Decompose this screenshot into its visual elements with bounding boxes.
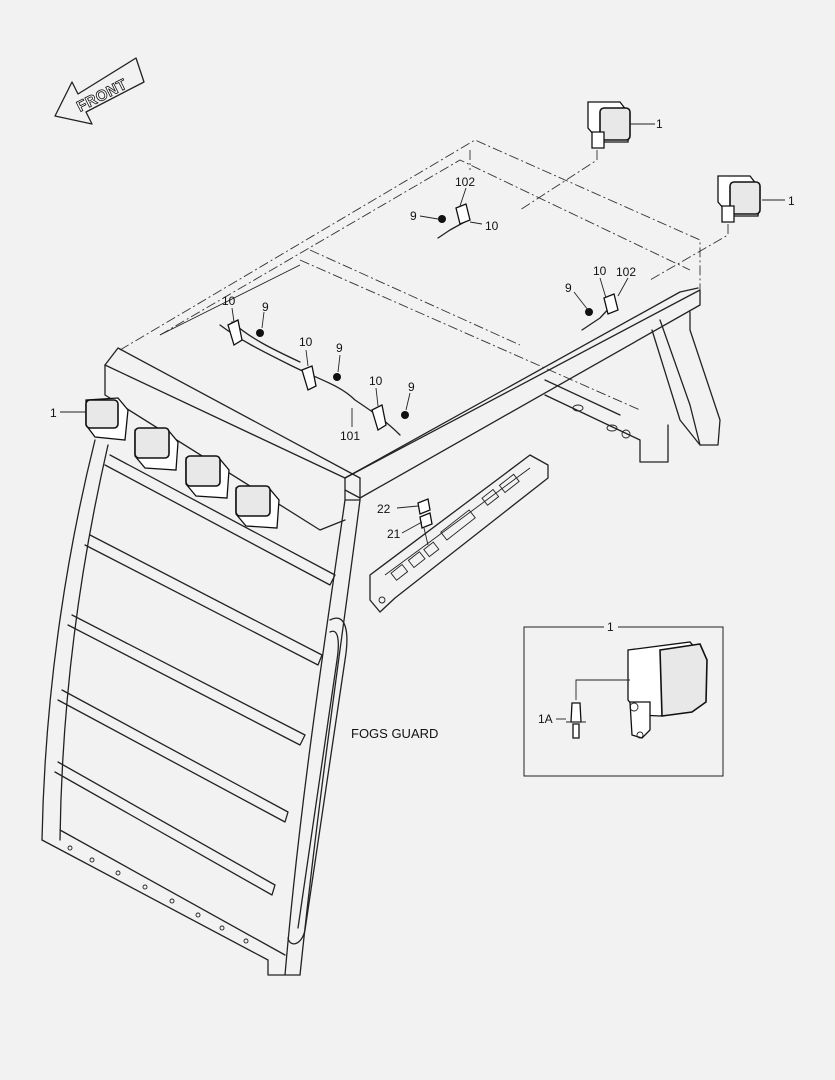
- leader-lines: [60, 123, 785, 534]
- detail-lamp-icon: [627, 641, 708, 739]
- callout-bracket-10-top: 10: [485, 219, 499, 233]
- grab-handle: [287, 617, 348, 945]
- callout-bracket-10-left: 10: [222, 294, 236, 308]
- callout-bracket-10-low: 10: [369, 374, 383, 388]
- front-fog-lamps: [85, 397, 280, 529]
- callout-bracket-10-right: 10: [593, 264, 607, 278]
- callout-bolt-9-right: 9: [565, 281, 572, 295]
- rear-lamp-a-icon: [519, 101, 631, 211]
- switch-panel: [369, 454, 549, 613]
- callout-bolt-9-mid: 9: [336, 341, 343, 355]
- lamp-detail-inset: 1 1A: [523, 620, 724, 777]
- callout-switch-21: 21: [387, 527, 401, 541]
- front-arrow-label: FRONT: [74, 76, 130, 116]
- guard-top-frame: [104, 264, 701, 531]
- callout-bolt-9-top: 9: [410, 209, 417, 223]
- callout-bolt-9-left: 9: [262, 300, 269, 314]
- mounting-holes: [67, 845, 249, 944]
- callout-bracket-102-right: 102: [616, 265, 636, 279]
- rear-work-lamps: [519, 101, 761, 281]
- callout-lamp-top-b: 1: [788, 194, 795, 208]
- callout-bracket-10-mid: 10: [299, 335, 313, 349]
- fog-lamp-3-icon: [185, 455, 230, 499]
- rear-lamp-b-icon: [649, 175, 761, 281]
- bulb-icon: [566, 702, 586, 739]
- cab-roof-outline: [119, 139, 701, 411]
- fog-lamp-2-icon: [134, 427, 179, 471]
- front-direction-arrow: FRONT: [54, 57, 145, 125]
- bolt-9-left-icon: [256, 329, 264, 337]
- inset-title: 1: [607, 620, 614, 634]
- wire-harness: [219, 219, 613, 436]
- callout-switch-22: 22: [377, 502, 391, 516]
- callout-harness-101: 101: [340, 429, 360, 443]
- switch-parts: [417, 498, 433, 546]
- bolt-9-low-icon: [401, 411, 409, 419]
- fog-lamp-1-icon: [85, 397, 129, 441]
- bolt-9-mid-icon: [333, 373, 341, 381]
- front-guard-ladder: [41, 439, 361, 976]
- bolt-9-top-icon: [438, 215, 446, 223]
- fog-lamp-4-icon: [235, 485, 280, 529]
- bolt-9-right-icon: [585, 308, 593, 316]
- guard-rear-support: [544, 311, 721, 463]
- callout-bracket-102-top: 102: [455, 175, 475, 189]
- section-title: FOGS GUARD: [351, 726, 438, 741]
- callout-labels: 1 1 1 102 9 10 10 102 9 10 9 10 9 10 9 1…: [50, 117, 795, 541]
- brackets: [227, 203, 619, 432]
- callout-lamp-left: 1: [50, 406, 57, 420]
- callout-lamp-top-a: 1: [656, 117, 663, 131]
- inset-bulb-label: 1A: [538, 712, 553, 726]
- callout-bolt-9-low: 9: [408, 380, 415, 394]
